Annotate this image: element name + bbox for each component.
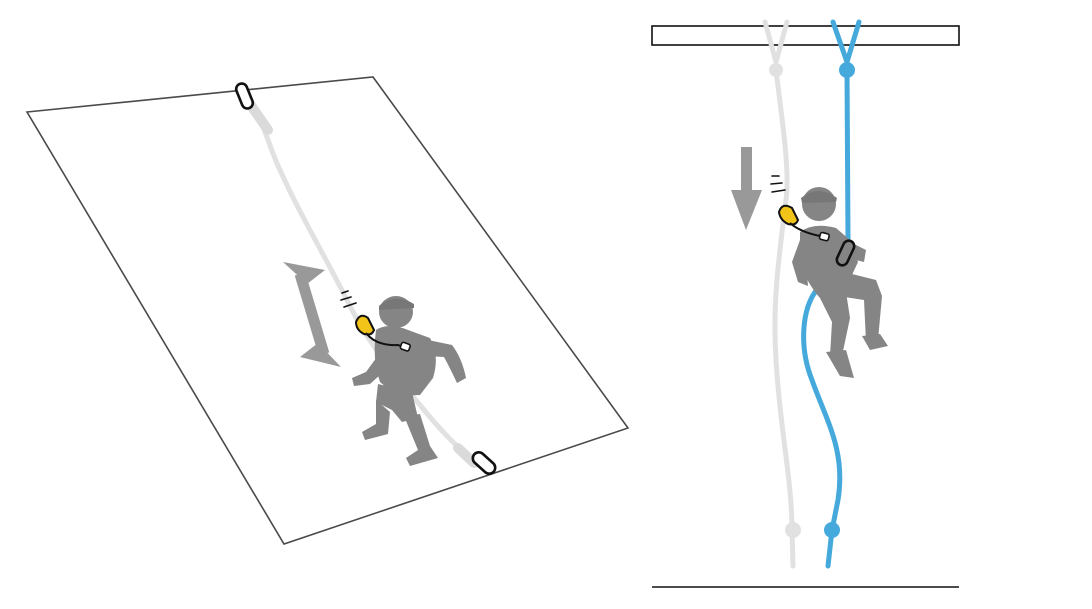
left-rope-top-sleeve xyxy=(245,99,273,135)
right-panel xyxy=(651,19,960,588)
left-lanyard xyxy=(365,332,407,349)
right-blue-rope-top-knot xyxy=(839,62,855,78)
right-gray-rope-top-knot xyxy=(769,63,783,77)
down-arrow-icon xyxy=(731,147,762,230)
right-gray-rope xyxy=(762,19,796,569)
left-lanyard-connector-icon xyxy=(399,341,411,352)
left-panel xyxy=(25,76,630,545)
left-bottom-anchor-icon xyxy=(471,451,497,475)
right-climber-figure xyxy=(792,187,888,378)
right-blue-rope-bottom-knot xyxy=(824,522,840,538)
anchor-beam xyxy=(651,25,960,46)
right-fall-arrester-icon xyxy=(777,204,800,226)
right-motion-marks xyxy=(770,175,786,193)
right-harness-connector-icon xyxy=(835,239,856,267)
double-arrow-icon xyxy=(283,262,341,367)
inclined-wall xyxy=(25,76,630,545)
left-fall-arrester-icon xyxy=(354,314,376,336)
right-lanyard-connector-icon xyxy=(818,231,830,242)
left-motion-marks xyxy=(340,290,357,308)
right-gray-rope-bottom-knot xyxy=(785,522,801,538)
left-gray-rope xyxy=(245,97,481,468)
left-top-anchor-icon xyxy=(234,82,255,110)
left-climber-figure xyxy=(352,296,466,466)
left-rope-bottom-sleeve xyxy=(453,443,479,468)
